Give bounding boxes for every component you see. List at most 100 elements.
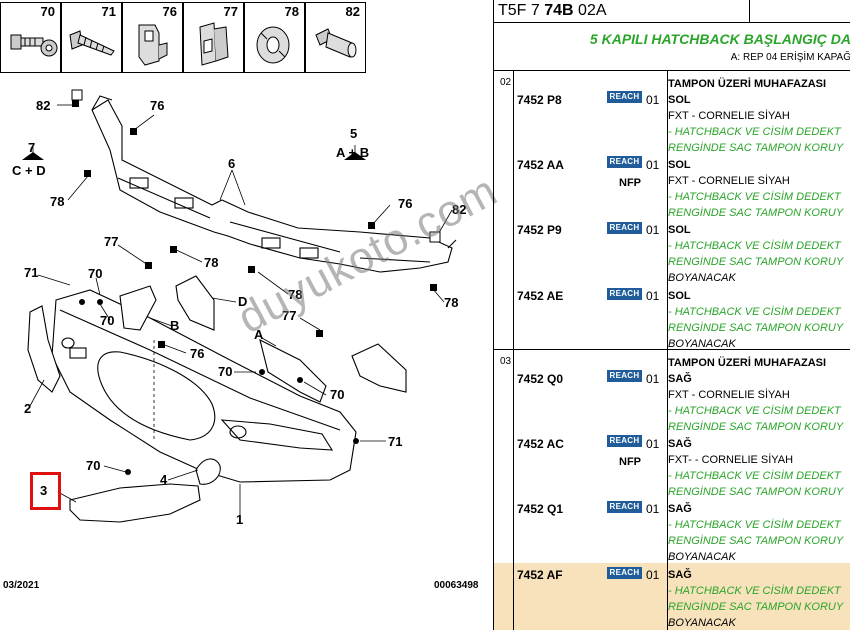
part-box-77[interactable]: 77 xyxy=(183,2,244,73)
reach-badge: REACH xyxy=(607,567,642,579)
callout-76: 76 xyxy=(190,346,205,361)
part-description: SAĞ - HATCHBACK VE CİSİM DEDEKT RENGİNDE… xyxy=(668,503,844,563)
part-box-number: 77 xyxy=(223,4,238,19)
quantity: 01 xyxy=(646,158,660,172)
callout-4: 4 xyxy=(160,472,168,487)
callout-70: 70 xyxy=(88,266,103,281)
callout-78: 78 xyxy=(444,295,459,310)
part-number[interactable]: 7452 Q0 xyxy=(517,372,564,386)
quantity: 01 xyxy=(646,223,660,237)
clip-nut-icon xyxy=(10,34,58,57)
part-box-number: 71 xyxy=(101,4,116,19)
divider xyxy=(494,349,850,350)
callout-82: 82 xyxy=(452,202,467,217)
reach-badge: REACH xyxy=(607,288,642,300)
table-subheader: 5 KAPILI HATCHBACK BAŞLANGIÇ DA A: REP 0… xyxy=(494,24,850,70)
part-description: SAĞ - HATCHBACK VE CİSİM DEDEKT RENGİNDE… xyxy=(668,569,844,629)
model-note: A: REP 04 ERİŞİM KAPAĞ xyxy=(730,52,850,63)
plug-icon xyxy=(315,28,357,58)
callout-71: 71 xyxy=(388,434,403,449)
part-box-71[interactable]: 71 xyxy=(61,2,122,73)
clip-icon xyxy=(138,24,168,66)
quantity: 01 xyxy=(646,289,660,303)
quantity: 01 xyxy=(646,437,660,451)
part-description: SOL - HATCHBACK VE CİSİM DEDEKT RENGİNDE… xyxy=(668,224,844,284)
diagram-ref: 00063498 xyxy=(434,580,479,591)
callout-7-sub: C + D xyxy=(12,163,46,178)
highlight-box xyxy=(30,472,61,510)
fastener-clip-icon xyxy=(199,22,229,66)
divider xyxy=(667,70,668,630)
parts-table: T5F 7 74B 02A 5 KAPILI HATCHBACK BAŞLANG… xyxy=(493,0,850,630)
callout-76: 76 xyxy=(150,98,165,113)
part-number[interactable]: 7452 AE xyxy=(517,289,564,303)
part-number[interactable]: 7452 Q1 xyxy=(517,502,564,516)
reach-badge: REACH xyxy=(607,435,642,447)
quantity: 01 xyxy=(646,93,660,107)
part-number[interactable]: 7452 AF xyxy=(517,568,563,582)
callout-78: 78 xyxy=(288,287,303,302)
callout-77: 77 xyxy=(282,308,297,323)
callout-1: 1 xyxy=(236,512,244,527)
callout-5: 5 xyxy=(350,126,358,141)
reach-badge: REACH xyxy=(607,222,642,234)
divider xyxy=(494,70,850,71)
part-box-78[interactable]: 78 xyxy=(244,2,305,73)
part-box-76[interactable]: 76 xyxy=(122,2,183,73)
callout-78: 78 xyxy=(50,194,65,209)
callout-82: 82 xyxy=(36,98,51,113)
callout-77: 77 xyxy=(104,234,119,249)
callout-70: 70 xyxy=(330,387,345,402)
callout-2: 2 xyxy=(24,401,32,416)
part-box-number: 78 xyxy=(284,4,299,19)
part-box-number: 76 xyxy=(162,4,177,19)
part-description: TAMPON ÜZERİ MUHAFAZASI SOL FXT - CORNEL… xyxy=(668,78,844,154)
divider xyxy=(513,70,514,630)
model-title: 5 KAPILI HATCHBACK BAŞLANGIÇ DA xyxy=(589,31,850,47)
callout-6: 6 xyxy=(228,156,236,171)
callout-70: 70 xyxy=(100,313,115,328)
reach-badge: REACH xyxy=(607,91,642,103)
part-number[interactable]: 7452 AC xyxy=(517,437,564,451)
reach-badge: REACH xyxy=(607,501,642,513)
reach-badge: REACH xyxy=(607,156,642,168)
callout-71: 71 xyxy=(24,265,39,280)
table-header: T5F 7 74B 02A xyxy=(494,0,850,23)
screw-icon xyxy=(69,30,115,56)
part-box-number: 70 xyxy=(40,4,55,19)
callout-70: 70 xyxy=(218,364,233,379)
part-number[interactable]: 7452 AA xyxy=(517,158,564,172)
part-description: SOL - HATCHBACK VE CİSİM DEDEKT RENGİNDE… xyxy=(668,290,844,350)
divider xyxy=(749,0,750,23)
callout-70: 70 xyxy=(86,458,101,473)
grommet-icon xyxy=(256,26,290,64)
callout-D: D xyxy=(238,294,248,309)
part-description: TAMPON ÜZERİ MUHAFAZASI SAĞ FXT - CORNEL… xyxy=(668,357,844,433)
nfp-flag: NFP xyxy=(619,456,641,468)
quantity: 01 xyxy=(646,502,660,516)
callout-A: A xyxy=(254,327,264,342)
quantity: 01 xyxy=(646,372,660,386)
section-number: 03 xyxy=(500,356,512,367)
callout-7: 7 xyxy=(28,140,36,155)
exploded-diagram: 70 71 76 77 78 xyxy=(0,2,505,591)
part-number[interactable]: 7452 P9 xyxy=(517,223,562,237)
catalog-code: T5F 7 74B 02A xyxy=(498,2,607,19)
part-box-number: 82 xyxy=(345,4,360,19)
part-description: SAĞ FXT- - CORNELIE SİYAH - HATCHBACK VE… xyxy=(668,438,844,498)
part-box-70[interactable]: 70 xyxy=(0,2,61,73)
section-number: 02 xyxy=(500,77,512,88)
callout-76: 76 xyxy=(398,196,413,211)
quantity: 01 xyxy=(646,568,660,582)
bumper-exploded-view xyxy=(22,89,457,523)
callout-B: B xyxy=(170,318,180,333)
highlighted-row xyxy=(494,563,850,630)
part-description: SOL FXT - CORNELIE SİYAH - HATCHBACK VE … xyxy=(668,159,844,219)
diagram-date: 03/2021 xyxy=(3,580,40,591)
callout-5-sub: A + B xyxy=(336,145,370,160)
callout-78: 78 xyxy=(204,255,219,270)
part-number[interactable]: 7452 P8 xyxy=(517,93,562,107)
reach-badge: REACH xyxy=(607,370,642,382)
part-box-82[interactable]: 82 xyxy=(305,2,366,73)
nfp-flag: NFP xyxy=(619,177,641,189)
